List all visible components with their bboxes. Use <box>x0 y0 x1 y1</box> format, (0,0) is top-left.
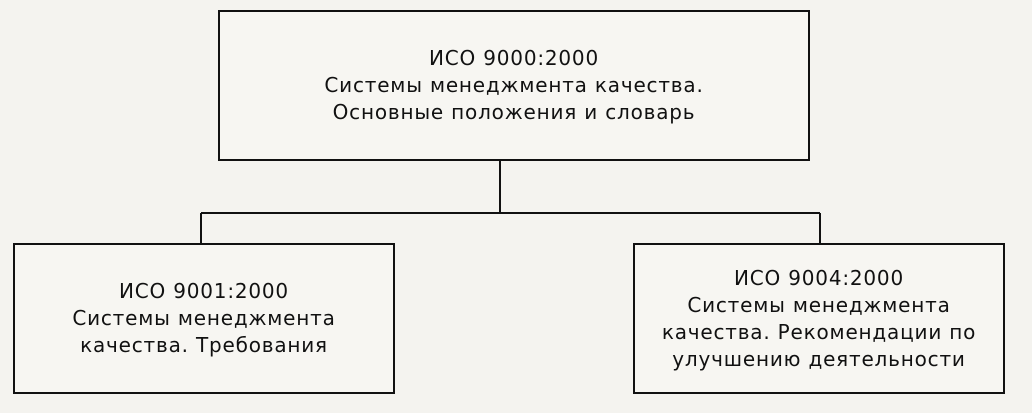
node-iso-9004-line-3: улучшению деятельности <box>672 346 966 371</box>
node-iso-9001: ИСО 9001:2000 Системы менеджмента качест… <box>13 243 395 394</box>
node-iso-9000-line-1: Системы менеджмента качества. <box>324 73 704 97</box>
node-iso-9004: ИСО 9004:2000 Системы менеджмента качест… <box>633 243 1005 394</box>
node-iso-9004-code: ИСО 9004:2000 <box>734 265 904 290</box>
node-iso-9001-code: ИСО 9001:2000 <box>119 279 289 303</box>
node-iso-9004-line-1: Системы менеджмента <box>687 292 951 317</box>
node-iso-9001-line-2: качества. Требования <box>80 333 328 357</box>
node-iso-9004-line-2: качества. Рекомендации по <box>661 319 977 344</box>
node-iso-9000-line-2: Основные положения и словарь <box>332 100 696 124</box>
node-iso-9000-code: ИСО 9000:2000 <box>429 46 599 70</box>
node-iso-9001-line-1: Системы менеджмента <box>72 306 336 330</box>
node-iso-9000: ИСО 9000:2000 Системы менеджмента качест… <box>218 10 810 161</box>
